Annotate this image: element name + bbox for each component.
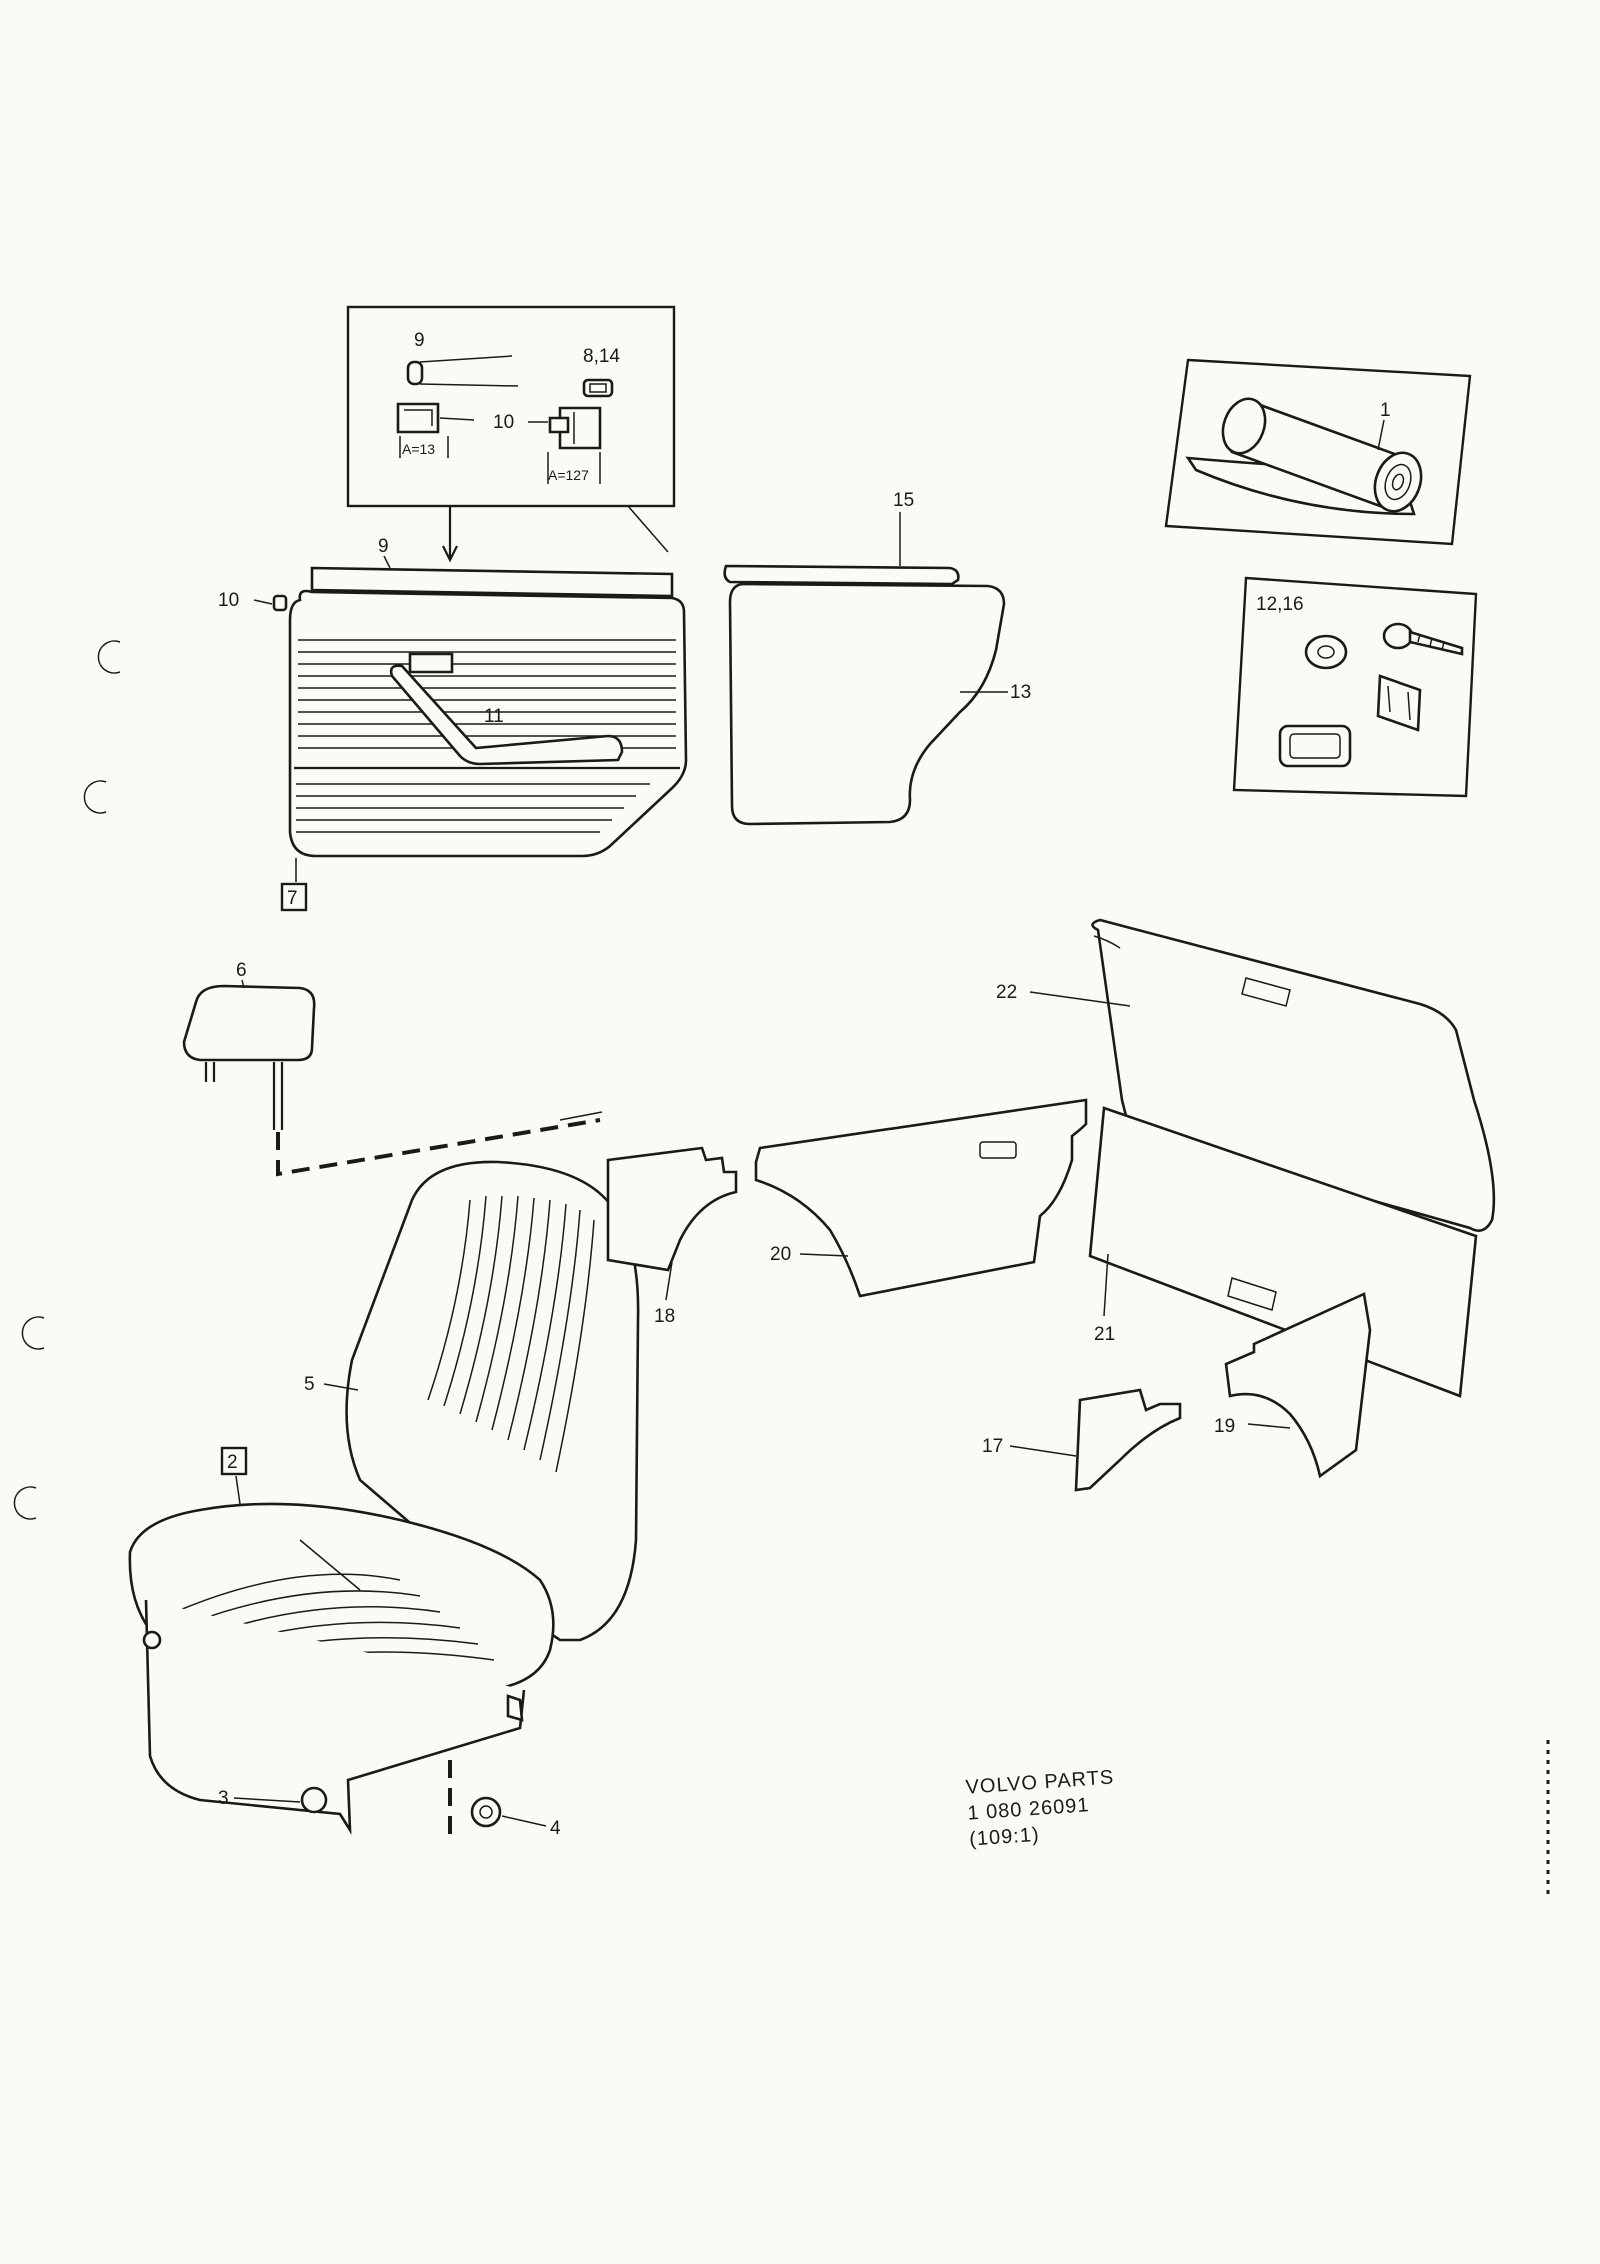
- clip-icon: [272, 594, 288, 612]
- dim-a13: A=13: [402, 441, 435, 457]
- insulation-roll-inset: [1164, 358, 1472, 546]
- side-panel-19-icon: [1224, 1292, 1372, 1479]
- callout-1: 1: [1380, 400, 1391, 421]
- callout-11: 11: [484, 706, 504, 727]
- clips-inset: 9 8,14 A=13 10 A=127: [346, 305, 676, 508]
- callout-6: 6: [236, 960, 247, 981]
- callout-18: 18: [654, 1306, 675, 1327]
- callout-9-inset: 9: [414, 330, 425, 351]
- callout-17: 17: [982, 1436, 1003, 1457]
- callout-8-14: 8,14: [583, 346, 620, 367]
- fasteners-inset: [1232, 576, 1478, 798]
- callout-3: 3: [218, 1788, 229, 1809]
- side-panel-17-icon: [1074, 1388, 1182, 1492]
- dim-a127: A=127: [548, 467, 589, 483]
- callout-2: 2: [227, 1452, 238, 1473]
- part-number-stamp: VOLVO PARTS 1 080 26091 (109:1): [965, 1766, 1115, 1851]
- clip-icon: [582, 378, 614, 398]
- stamp-line-1: VOLVO PARTS: [965, 1766, 1115, 1798]
- callout-20: 20: [770, 1244, 791, 1265]
- callout-21: 21: [1094, 1324, 1115, 1345]
- clip-small-icon: [396, 402, 475, 434]
- callout-12-16: 12,16: [1256, 594, 1304, 615]
- side-panel-20-icon: [754, 1098, 1088, 1298]
- escutcheon-icon: [1278, 724, 1352, 768]
- binder-holes: [13, 640, 121, 1520]
- cup-washer-icon: [1304, 634, 1348, 670]
- seat-icon: [128, 1160, 640, 1835]
- screw-icon: [1382, 622, 1464, 656]
- callout-7: 7: [287, 888, 298, 909]
- side-panel-21-icon: [1088, 1106, 1478, 1398]
- headrest-icon: [182, 984, 316, 1130]
- front-door-panel-icon: [288, 566, 688, 858]
- callout-9: 9: [378, 536, 389, 557]
- backrest-pleats: [427, 1195, 595, 1473]
- callout-13: 13: [1010, 682, 1031, 703]
- bolt-icon: [470, 1796, 502, 1828]
- callout-10: 10: [218, 590, 239, 611]
- callout-15: 15: [893, 490, 914, 511]
- callout-4: 4: [550, 1818, 561, 1839]
- side-panel-22-icon: [1091, 918, 1496, 1232]
- callout-19: 19: [1214, 1416, 1235, 1437]
- stamp-line-3: (109:1): [969, 1824, 1041, 1851]
- trim-strip-icon: [406, 355, 519, 387]
- clip-icon: [1376, 674, 1422, 732]
- rear-door-panel-icon: [723, 564, 1006, 826]
- stamp-line-2: 1 080 26091: [967, 1794, 1090, 1824]
- side-panel-18-icon: [606, 1146, 738, 1272]
- callout-5: 5: [304, 1374, 315, 1395]
- callout-22: 22: [996, 982, 1017, 1003]
- clip-large-icon: [548, 406, 602, 450]
- callout-10-inset: 10: [493, 412, 514, 433]
